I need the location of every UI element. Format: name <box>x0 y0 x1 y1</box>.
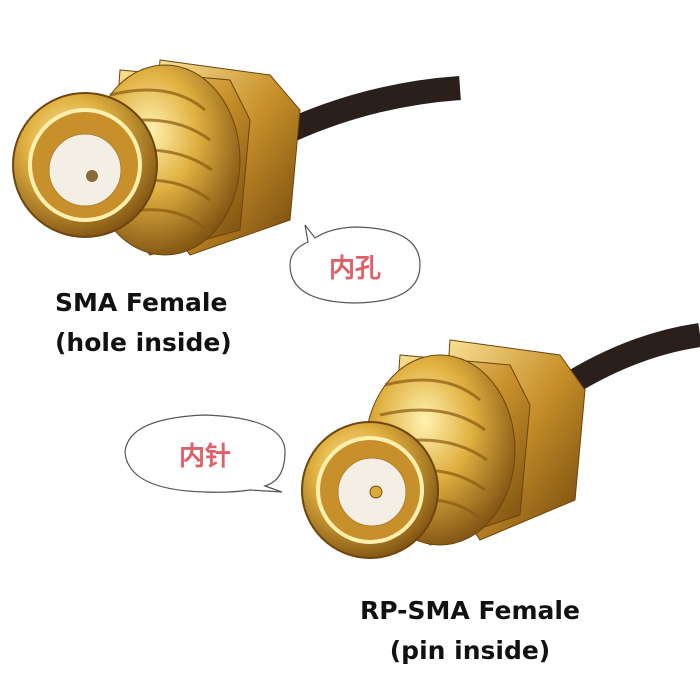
callout-text-2: 内针 <box>178 442 231 472</box>
rp-sma-detail: (pin inside) <box>389 636 551 665</box>
insulator <box>48 133 122 207</box>
rp-sma-female-connector <box>301 323 700 559</box>
sma-label: SMA Female (hole inside) <box>55 286 232 360</box>
callout-bubble-2 <box>124 414 286 493</box>
rp-sma-label: RP-SMA Female (pin inside) <box>355 594 585 668</box>
center-pin <box>369 485 383 499</box>
sma-name: SMA Female <box>55 288 228 317</box>
sma-female-connector <box>12 59 461 256</box>
rp-sma-name: RP-SMA Female <box>360 596 580 625</box>
callout-bubble-1 <box>289 224 421 304</box>
cable <box>553 323 700 401</box>
callout-text-1: 内孔 <box>328 254 381 284</box>
sma-detail: (hole inside) <box>55 328 232 357</box>
center-hole <box>86 170 98 182</box>
